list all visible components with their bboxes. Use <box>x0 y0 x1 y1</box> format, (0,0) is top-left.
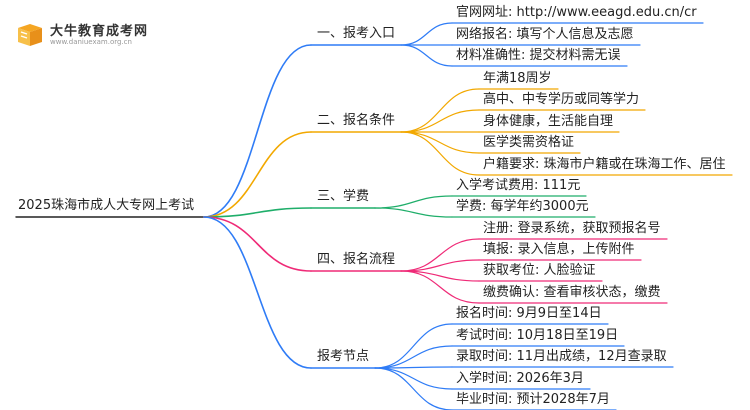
root-to-branch-connector <box>203 216 312 272</box>
branch-to-leaf-connector <box>400 270 480 282</box>
leaf-exam-fee[interactable]: 入学考试费用: 111元 <box>456 178 581 193</box>
branch-tuition[interactable]: 三、学费 <box>317 189 370 204</box>
branch-to-leaf-connector <box>400 88 480 133</box>
leaf-online-registration[interactable]: 网络报名: 填写个人信息及志愿 <box>456 27 634 42</box>
branch-to-leaf-connector <box>400 44 453 67</box>
root-to-branch-connector <box>203 207 312 218</box>
branch-to-leaf-connector <box>374 345 453 369</box>
branch-to-leaf-connector <box>400 259 480 272</box>
branch-to-leaf-connector <box>400 22 453 46</box>
leaf-exam-seat[interactable]: 获取考位: 人脸验证 <box>483 263 596 278</box>
branch-to-leaf-connector <box>374 195 453 209</box>
leaf-graduation-time[interactable]: 毕业时间: 预计2028年7月 <box>456 392 610 407</box>
leaf-medical-certificate[interactable]: 医学类需资格证 <box>483 135 575 150</box>
leaf-tuition-fee[interactable]: 学费: 每学年约3000元 <box>456 199 589 214</box>
leaf-residency[interactable]: 户籍要求: 珠海市户籍或在珠海工作、居住 <box>483 157 726 172</box>
branch-process[interactable]: 四、报名流程 <box>317 252 396 267</box>
leaf-education[interactable]: 高中、中专学历或同等学力 <box>483 92 640 107</box>
branch-to-leaf-connector <box>400 131 480 176</box>
branch-registration-entry[interactable]: 一、报考入口 <box>317 26 396 41</box>
branch-to-leaf-connector <box>374 367 453 410</box>
branch-to-leaf-connector <box>400 131 480 154</box>
branch-to-leaf-connector <box>400 270 480 304</box>
branch-to-leaf-connector <box>374 367 453 390</box>
branch-to-leaf-connector <box>374 323 453 369</box>
leaf-register[interactable]: 注册: 登录系统，获取预报名号 <box>483 221 661 236</box>
book-icon <box>18 24 42 46</box>
leaf-exam-time[interactable]: 考试时间: 10月18日至19日 <box>456 328 619 343</box>
leaf-payment[interactable]: 缴费确认: 查看审核状态，缴费 <box>483 285 661 300</box>
site-logo-url: www.daniuexam.org.cn <box>50 38 132 46</box>
branch-schedule[interactable]: 报考节点 <box>317 349 370 364</box>
branch-to-leaf-connector <box>400 109 480 133</box>
leaf-admission-time[interactable]: 录取时间: 11月出成绩，12月查录取 <box>456 349 667 364</box>
root-to-branch-connector <box>203 216 312 369</box>
branch-to-leaf-connector <box>400 238 480 272</box>
leaf-health[interactable]: 身体健康，生活能自理 <box>483 114 614 129</box>
leaf-enrollment-time[interactable]: 入学时间: 2026年3月 <box>456 371 584 386</box>
leaf-age[interactable]: 年满18周岁 <box>483 71 552 86</box>
root-to-branch-connector <box>203 131 312 218</box>
leaf-registration-time[interactable]: 报名时间: 9月9日至14日 <box>456 306 602 321</box>
root-to-branch-connector <box>203 44 312 218</box>
site-logo[interactable]: 大牛教育成考网 www.daniuexam.org.cn <box>14 18 147 52</box>
leaf-fill-in[interactable]: 填报: 录入信息，上传附件 <box>483 242 635 257</box>
leaf-material-accuracy[interactable]: 材料准确性: 提交材料需无误 <box>456 48 621 63</box>
site-logo-name: 大牛教育成考网 <box>50 24 149 39</box>
mindmap-root[interactable]: 2025珠海市成人大专网上考试 <box>18 198 195 213</box>
branch-to-leaf-connector <box>374 207 453 218</box>
branch-requirements[interactable]: 二、报名条件 <box>317 113 396 128</box>
leaf-official-site[interactable]: 官网网址: http://www.eeagd.edu.cn/cr <box>456 5 697 20</box>
